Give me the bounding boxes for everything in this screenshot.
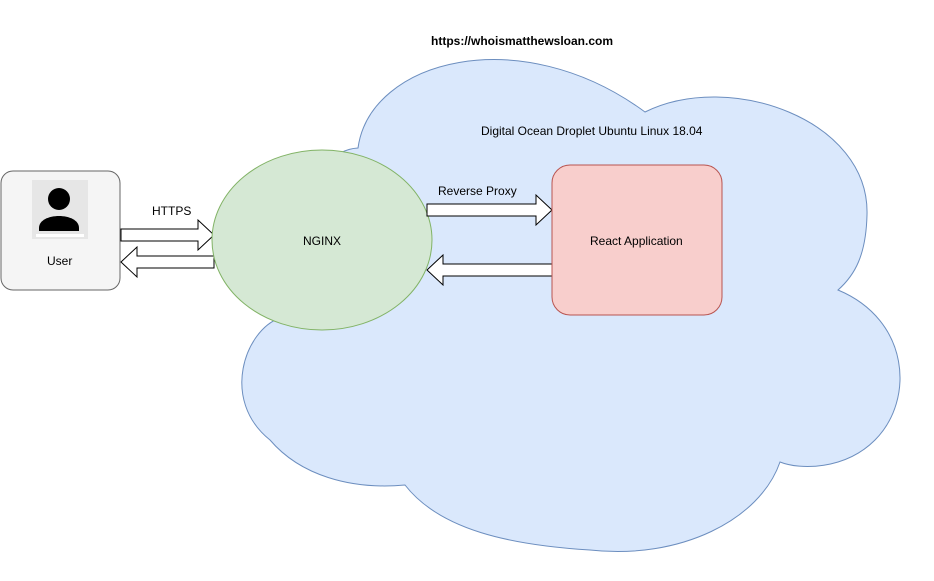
react-label: React Application [590, 234, 683, 248]
user-label: User [47, 254, 73, 268]
https-arrow-to-user [120, 245, 215, 279]
https-arrow-to-nginx [120, 218, 215, 252]
nginx-node[interactable] [211, 149, 433, 331]
cloud-label: Digital Ocean Droplet Ubuntu Linux 18.04 [481, 124, 703, 138]
reverse-proxy-label: Reverse Proxy [438, 184, 517, 198]
react-app-node[interactable] [551, 164, 723, 316]
proxy-arrow-to-nginx [426, 253, 553, 287]
user-silhouette-icon [32, 180, 88, 239]
nginx-label: NGINX [303, 234, 342, 248]
proxy-arrow-to-react [426, 193, 553, 227]
url-label: https://whoismatthewsloan.com [431, 34, 614, 48]
https-label: HTTPS [152, 204, 192, 218]
